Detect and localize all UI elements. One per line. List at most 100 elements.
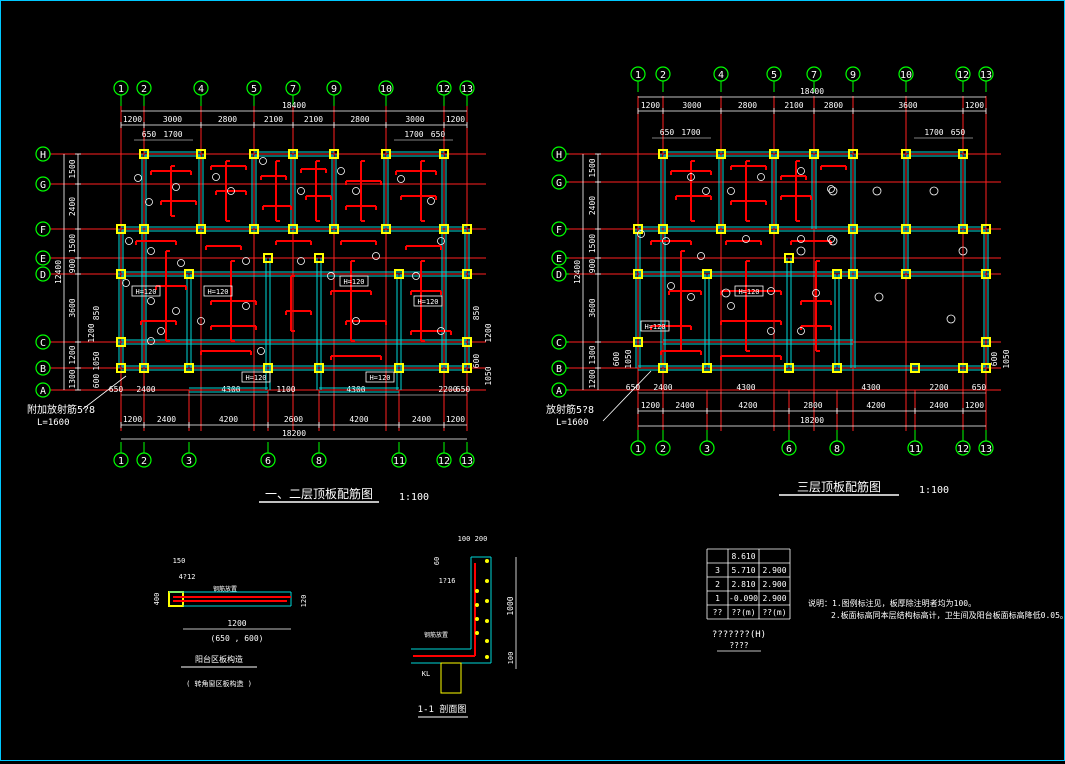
axis-bottom-12-label: 12 — [957, 444, 969, 455]
dim-bottom: 4200 — [738, 401, 757, 410]
detail-subtitle: ( 转角窗区板构造 ) — [186, 679, 252, 688]
axis-top-13-label: 13 — [980, 70, 992, 81]
axis-row-H-label: H — [556, 150, 562, 161]
slab-label-box — [131, 285, 161, 297]
rebar-mark — [727, 302, 735, 310]
column — [901, 149, 911, 159]
room-mark — [828, 186, 838, 196]
table-cell: 5.710 — [731, 566, 755, 575]
column — [848, 224, 858, 234]
dim-top-sub: 1700 — [163, 130, 182, 139]
axis-bottom-13-label: 13 — [461, 456, 473, 467]
rebar-mark — [687, 293, 695, 301]
axis-row-F-label: F — [40, 225, 46, 236]
rebar-dot — [485, 599, 489, 603]
rebar-mark — [702, 187, 710, 195]
column — [116, 224, 126, 234]
dim-left: 1300 — [588, 345, 597, 364]
axis-row-B-label: B — [40, 364, 46, 375]
room-mark — [872, 186, 882, 196]
dim-top-total: 18400 — [800, 87, 824, 96]
dim-right-sub: 600 — [472, 354, 481, 369]
dim-bottom: 1200 — [446, 415, 465, 424]
rebar-mark — [157, 327, 165, 335]
column — [381, 224, 391, 234]
room-mark — [946, 314, 956, 324]
dim-top: 2800 — [350, 115, 369, 124]
rebar-mark — [742, 235, 750, 243]
dim-bottom-sub: 4300 — [221, 385, 240, 394]
slab-label: H=120 — [245, 374, 266, 382]
plan-scale: 1:100 — [399, 492, 429, 503]
dim-left: 2400 — [68, 197, 77, 216]
rebar-mark — [197, 317, 205, 325]
column — [439, 149, 449, 159]
axis-top-7-label: 7 — [811, 70, 817, 81]
dim-top-sub: 1700 — [924, 128, 943, 137]
dim-left: 900 — [588, 259, 597, 274]
slab-label-box — [241, 371, 271, 383]
column — [462, 224, 472, 234]
column — [901, 224, 911, 234]
column — [462, 269, 472, 279]
dim-bottom: 2400 — [929, 401, 948, 410]
rebar-label: 钢筋放置 — [213, 585, 237, 593]
rebar-mark — [662, 237, 670, 245]
rebar-mark — [337, 167, 345, 175]
column — [633, 337, 643, 347]
table-header-cell: 8.610 — [731, 552, 755, 561]
dim-bottom-sub: 2400 — [136, 385, 155, 394]
axis-bottom-8-label: 8 — [834, 444, 840, 455]
slab-label: H=120 — [738, 288, 759, 296]
axis-top-1-label: 1 — [118, 84, 124, 95]
axis-top-5-label: 5 — [771, 70, 777, 81]
slab-label-box — [413, 295, 443, 307]
column — [116, 269, 126, 279]
column — [184, 363, 194, 373]
axis-row-F-label: F — [556, 225, 562, 236]
column — [901, 269, 911, 279]
rebar-mark — [767, 327, 775, 335]
column — [439, 224, 449, 234]
dim-left-sub: 600 — [612, 352, 621, 367]
column — [196, 224, 206, 234]
dim-top: 3600 — [898, 101, 917, 110]
rebar-label: 钢筋放置 — [424, 631, 448, 639]
dim-left-sub: 1200 — [87, 323, 96, 342]
rebar-mark — [797, 327, 805, 335]
dim-bottom: 2400 — [412, 415, 431, 424]
dim-top: 1200 — [641, 101, 660, 110]
room-mark — [721, 288, 731, 298]
column — [139, 149, 149, 159]
note-length: L=1600 — [37, 418, 70, 428]
axis-row-C-label: C — [40, 338, 46, 349]
dim-right-sub: 1200 — [484, 323, 493, 342]
slab-label-box — [339, 275, 369, 287]
dim-top: 1200 — [965, 101, 984, 110]
axis-row-D-label: D — [556, 270, 562, 281]
table-cell: 2.900 — [762, 566, 786, 575]
dim-right-sub: 600 — [990, 352, 999, 367]
dim-bottom: 1200 — [123, 415, 142, 424]
dim-bottom-sub: 650 — [626, 383, 641, 392]
plan-title: 一、二层顶板配筋图 — [265, 486, 373, 501]
size-note: (650 , 600) — [211, 634, 264, 643]
room-mark — [828, 236, 838, 246]
dim-bottom: 2400 — [157, 415, 176, 424]
axis-top-9-label: 9 — [850, 70, 856, 81]
axis-bottom-13-label: 13 — [980, 444, 992, 455]
dim-left-sub: 600 — [92, 374, 101, 389]
column — [716, 149, 726, 159]
rebar-mark — [637, 230, 645, 238]
dim-bottom: 4200 — [866, 401, 885, 410]
dim-bottom: 2800 — [803, 401, 822, 410]
axis-top-12-label: 12 — [438, 84, 450, 95]
dim-top: 2800 — [738, 101, 757, 110]
column — [981, 363, 991, 373]
column — [981, 224, 991, 234]
dim-bottom: 2400 — [675, 401, 694, 410]
rebar-mark — [212, 173, 220, 181]
dim-top-sub: 650 — [951, 128, 966, 137]
